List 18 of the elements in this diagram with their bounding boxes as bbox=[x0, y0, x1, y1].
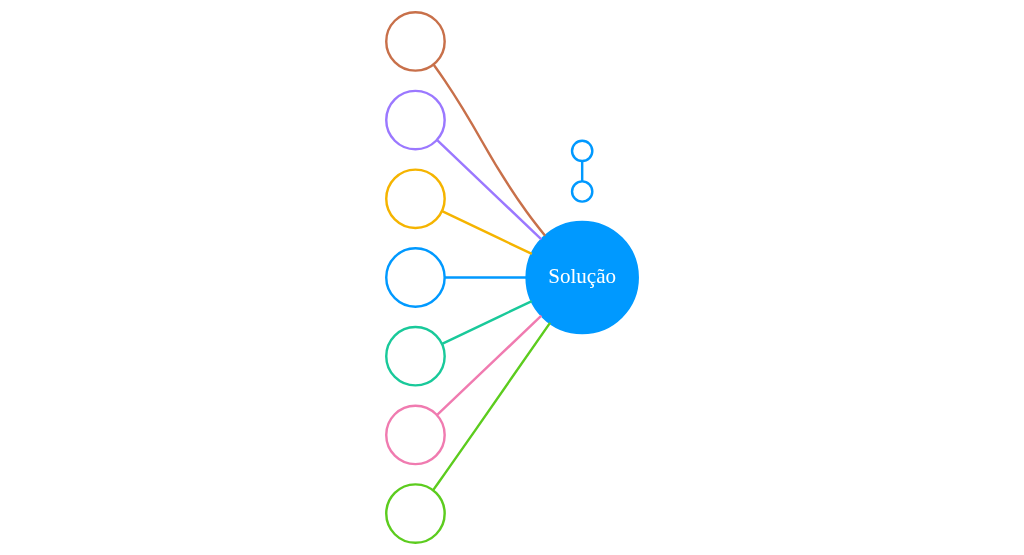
node-circle bbox=[570, 139, 594, 163]
connector bbox=[436, 139, 543, 241]
node-circle: Solução bbox=[525, 220, 639, 335]
node-circle bbox=[385, 168, 446, 230]
node-circle bbox=[385, 11, 446, 72]
node-circle bbox=[385, 483, 446, 544]
connector bbox=[441, 300, 533, 345]
connector bbox=[445, 276, 527, 279]
node-circle bbox=[385, 404, 446, 466]
connector bbox=[441, 210, 533, 255]
node-circle bbox=[385, 325, 446, 387]
connector bbox=[580, 161, 584, 182]
connector bbox=[432, 322, 552, 491]
connector bbox=[436, 314, 543, 416]
node-circle bbox=[385, 89, 446, 151]
node-circle bbox=[385, 247, 446, 308]
node-circle bbox=[570, 180, 594, 203]
connector bbox=[432, 63, 547, 237]
